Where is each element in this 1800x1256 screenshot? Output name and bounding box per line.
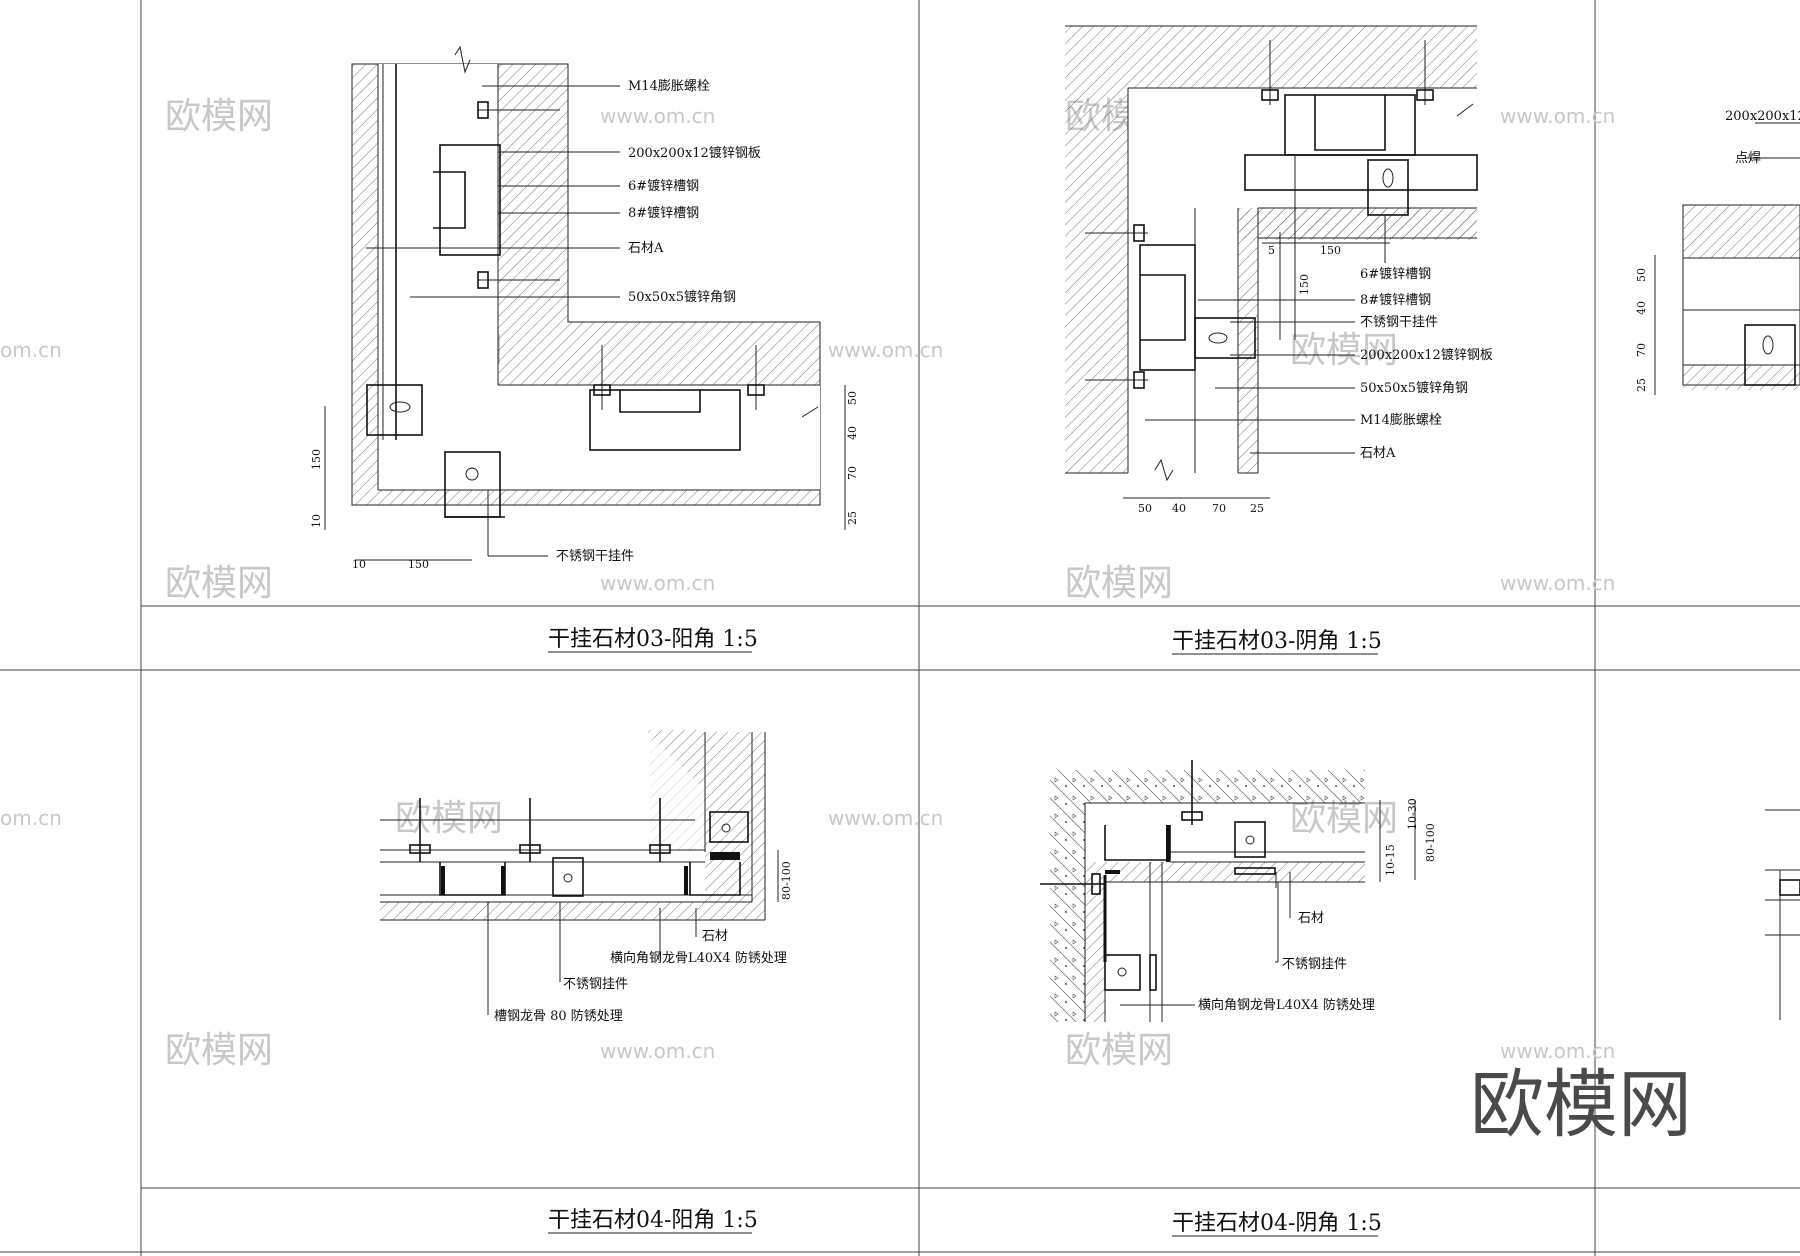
label-channel-keel: 槽钢龙骨 80 防锈处理 (494, 1008, 623, 1024)
watermark-site: om.cn (0, 806, 62, 830)
watermark-site: www.om.cn (828, 806, 943, 830)
watermark-brand: 欧模网 (1290, 798, 1398, 839)
dim-10-30: 10-30 (1406, 798, 1419, 830)
label-channel-8: 8#镀锌槽钢 (1360, 292, 1431, 308)
watermark-site: www.om.cn (600, 104, 715, 128)
label-angle-keel: 横向角钢龙骨L40X4 防锈处理 (1198, 997, 1375, 1013)
label-steel-plate: 200x200x12镀 (1725, 108, 1800, 124)
panel-title: 干挂石材04-阴角 1:5 (1172, 1211, 1382, 1236)
panel-03-external-corner: M14膨胀螺栓 200x200x12镀锌钢板 6#镀锌槽钢 8#镀锌槽钢 石材A… (310, 45, 859, 653)
label-angle-steel: 50x50x5镀锌角钢 (628, 289, 736, 305)
watermark-brand: 欧模网 (165, 563, 273, 604)
label-steel-plate: 200x200x12镀锌钢板 (1360, 347, 1493, 363)
watermark-brand: 欧模网 (1065, 563, 1173, 604)
watermark-site: www.om.cn (828, 338, 943, 362)
p5-leaders (1120, 800, 1416, 1006)
watermark-layer: 欧模网 www.om.cn 欧模网 www.om.cn om.cn 欧模网 ww… (0, 96, 1615, 1071)
panel-03-partial: 200x200x12镀 点焊 50 40 70 25 (1635, 108, 1800, 395)
watermark-site: www.om.cn (1500, 571, 1615, 595)
dim-40: 40 (1635, 301, 1648, 315)
dim-80-100: 80-100 (780, 861, 793, 900)
label-stone: 石材 (1298, 911, 1324, 926)
watermark-brand: 欧模网 (165, 96, 273, 137)
watermark-brand: 欧模网 (395, 798, 503, 839)
dim-40: 40 (846, 426, 859, 440)
label-stone-a: 石材A (628, 241, 664, 256)
label-angle-steel: 50x50x5镀锌角钢 (1360, 380, 1468, 396)
label-channel-6: 6#镀锌槽钢 (628, 178, 699, 194)
dim-80-100: 80-100 (1424, 823, 1437, 862)
watermark-site: www.om.cn (1500, 104, 1615, 128)
dim-25: 25 (846, 511, 859, 525)
watermark-site: om.cn (0, 338, 62, 362)
label-steel-plate: 200x200x12镀锌钢板 (628, 145, 761, 161)
panel-title: 干挂石材03-阳角 1:5 (548, 627, 758, 652)
label-stainless-hanger: 不锈钢干挂件 (556, 549, 634, 564)
dim-50: 50 (846, 391, 859, 405)
dim-5: 5 (1268, 244, 1275, 257)
panel-04-internal-corner: 石材 不锈钢挂件 横向角钢龙骨L40X4 防锈处理 10-30 80-100 1… (1040, 760, 1437, 1237)
dim-70: 70 (1635, 343, 1648, 357)
dim-150-h: 150 (408, 558, 429, 571)
p4-bolts (409, 798, 671, 862)
label-channel-6: 6#镀锌槽钢 (1360, 266, 1431, 282)
label-stone: 石材 (702, 929, 728, 944)
label-spot-weld: 点焊 (1735, 150, 1761, 166)
dim-70: 70 (846, 466, 859, 480)
watermark-brand-large: 欧模网 (1470, 1062, 1692, 1148)
label-angle-keel: 横向角钢龙骨L40X4 防锈处理 (610, 950, 787, 966)
dim-25: 25 (1250, 502, 1264, 515)
dim-10-15: 10-15 (1384, 844, 1397, 876)
panel-04-partial (1765, 809, 1800, 1020)
watermark-brand: 欧模网 (1065, 1030, 1173, 1071)
dim-150-v: 150 (310, 449, 323, 470)
dim-10-v: 10 (310, 514, 323, 528)
p1-leaders (366, 85, 620, 557)
label-stainless-hanger: 不锈钢挂件 (1282, 957, 1347, 972)
label-m14-anchor-bolt: M14膨胀螺栓 (1360, 413, 1442, 428)
p1-dimensions (324, 385, 846, 561)
panel-04-external-corner: 石材 横向角钢龙骨L40X4 防锈处理 不锈钢挂件 槽钢龙骨 80 防锈处理 8… (380, 730, 793, 1234)
dim-150-v: 150 (1298, 274, 1311, 295)
label-channel-8: 8#镀锌槽钢 (628, 205, 699, 221)
label-stone-a: 石材A (1360, 446, 1396, 461)
dim-25: 25 (1635, 378, 1648, 392)
label-m14-anchor-bolt: M14膨胀螺栓 (628, 79, 710, 94)
dim-70: 70 (1212, 502, 1226, 515)
dim-40: 40 (1172, 502, 1186, 515)
dim-10-h: 10 (352, 558, 366, 571)
dim-150-h: 150 (1320, 244, 1341, 257)
dim-50: 50 (1635, 268, 1648, 282)
dim-50: 50 (1138, 502, 1152, 515)
watermark-brand: 欧模网 (1290, 330, 1398, 371)
panel-title: 干挂石材04-阳角 1:5 (548, 1208, 758, 1233)
label-stainless-hanger: 不锈钢干挂件 (1360, 315, 1438, 330)
watermark-brand: 欧模网 (165, 1030, 273, 1071)
watermark-site: www.om.cn (600, 1039, 715, 1063)
panel-03-internal-corner: 6#镀锌槽钢 8#镀锌槽钢 不锈钢干挂件 200x200x12镀锌钢板 50x5… (1065, 25, 1493, 655)
watermark-site: www.om.cn (600, 571, 715, 595)
label-stainless-hanger: 不锈钢挂件 (563, 977, 628, 992)
p2-leaders (1145, 155, 1386, 454)
p2-dimensions (1123, 232, 1390, 499)
watermark-site: www.om.cn (1500, 1039, 1615, 1063)
p4-leaders (487, 850, 779, 1015)
panel-title: 干挂石材03-阴角 1:5 (1172, 629, 1382, 654)
